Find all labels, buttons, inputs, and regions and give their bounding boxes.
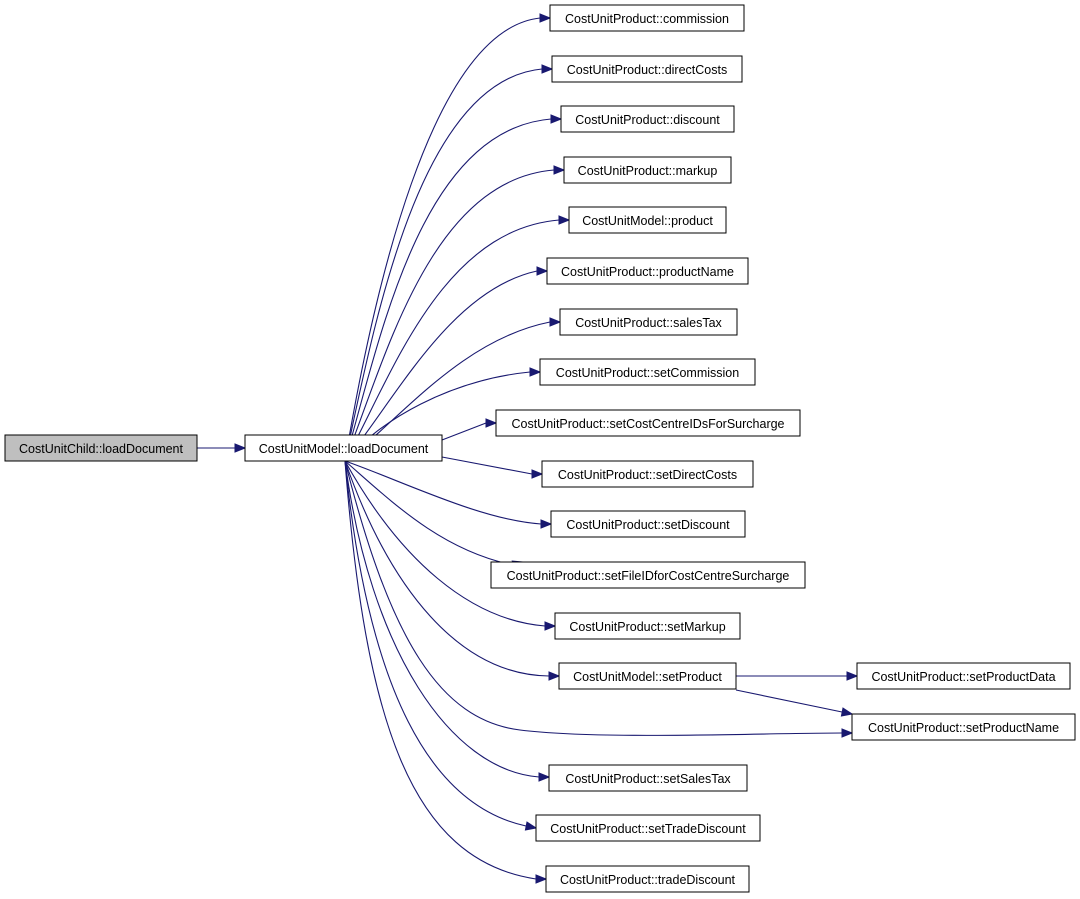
arrowhead-load-to-productName <box>536 266 549 276</box>
edge-load-to-markup <box>344 169 555 462</box>
edge-load-to-setProductName <box>344 460 843 736</box>
edge-load-to-directCosts <box>344 68 543 462</box>
arrowhead-load-to-tradeDiscount <box>535 874 548 884</box>
arrowhead-load-to-setDiscount <box>540 519 553 529</box>
node-setProduct-label: CostUnitModel::setProduct <box>573 670 722 684</box>
arrowhead-load-to-setCostCentreIds <box>485 418 498 428</box>
arrowhead-load-to-setMarkup <box>544 621 557 631</box>
node-load-label: CostUnitModel::loadDocument <box>259 442 429 456</box>
arrowhead-setProduct-to-setProductName <box>840 707 854 717</box>
edge-load-to-setMarkup <box>344 460 546 627</box>
arrowhead-load-to-setDirectCosts <box>531 469 544 479</box>
edge-load-to-setTradeDiscount <box>344 460 527 827</box>
node-setTradeDiscount-label: CostUnitProduct::setTradeDiscount <box>550 822 746 836</box>
node-setDiscount-label: CostUnitProduct::setDiscount <box>566 518 730 532</box>
node-commission-label: CostUnitProduct::commission <box>565 12 729 26</box>
node-setTradeDiscount[interactable]: CostUnitProduct::setTradeDiscount <box>535 814 761 842</box>
arrowhead-root-to-load <box>234 443 247 453</box>
arrowhead-load-to-setSalesTax <box>538 772 551 782</box>
edge-load-to-discount <box>344 118 552 462</box>
node-setCostCentreIds[interactable]: CostUnitProduct::setCostCentreIDsForSurc… <box>495 409 801 437</box>
node-setMarkup[interactable]: CostUnitProduct::setMarkup <box>554 612 741 640</box>
node-directCosts-label: CostUnitProduct::directCosts <box>567 63 727 77</box>
node-setProductName-label: CostUnitProduct::setProductName <box>868 721 1059 735</box>
arrowhead-load-to-discount <box>550 114 563 124</box>
edge-load-to-setDirectCosts <box>441 456 533 475</box>
arrowhead-load-to-setTradeDiscount <box>524 821 538 831</box>
edge-load-to-product <box>344 219 560 462</box>
node-directCosts[interactable]: CostUnitProduct::directCosts <box>551 55 743 83</box>
edge-load-to-setSalesTax <box>344 460 540 778</box>
node-tradeDiscount[interactable]: CostUnitProduct::tradeDiscount <box>545 865 750 893</box>
node-setProduct[interactable]: CostUnitModel::setProduct <box>558 662 737 690</box>
node-setSalesTax[interactable]: CostUnitProduct::setSalesTax <box>548 764 748 792</box>
node-setDirectCosts[interactable]: CostUnitProduct::setDirectCosts <box>541 460 754 488</box>
node-product-label: CostUnitModel::product <box>582 214 713 228</box>
arrowhead-load-to-commission <box>539 13 552 23</box>
node-setProductData[interactable]: CostUnitProduct::setProductData <box>856 662 1071 690</box>
edge-load-to-commission <box>344 17 541 462</box>
node-salesTax[interactable]: CostUnitProduct::salesTax <box>559 308 738 336</box>
edge-load-to-setFileId <box>344 460 514 566</box>
node-setSalesTax-label: CostUnitProduct::setSalesTax <box>565 772 731 786</box>
node-root-label: CostUnitChild::loadDocument <box>19 442 183 456</box>
edge-load-to-setDiscount <box>344 460 542 525</box>
node-markup[interactable]: CostUnitProduct::markup <box>563 156 732 184</box>
node-setDirectCosts-label: CostUnitProduct::setDirectCosts <box>558 468 737 482</box>
node-root[interactable]: CostUnitChild::loadDocument <box>4 434 198 462</box>
node-productName-label: CostUnitProduct::productName <box>561 265 734 279</box>
node-salesTax-label: CostUnitProduct::salesTax <box>575 316 722 330</box>
node-discount[interactable]: CostUnitProduct::discount <box>560 105 735 133</box>
node-setFileId-label: CostUnitProduct::setFileIDforCostCentreS… <box>507 569 790 583</box>
node-commission[interactable]: CostUnitProduct::commission <box>549 4 745 32</box>
arrowhead-load-to-directCosts <box>541 64 554 74</box>
node-tradeDiscount-label: CostUnitProduct::tradeDiscount <box>560 873 736 887</box>
arrowhead-setProduct-to-setProductData <box>846 671 859 681</box>
node-setMarkup-label: CostUnitProduct::setMarkup <box>569 620 725 634</box>
arrowhead-load-to-product <box>558 215 571 225</box>
node-load[interactable]: CostUnitModel::loadDocument <box>244 434 443 462</box>
arrowhead-load-to-setProductName <box>841 728 854 738</box>
node-setCommission[interactable]: CostUnitProduct::setCommission <box>539 358 756 386</box>
node-setCommission-label: CostUnitProduct::setCommission <box>556 366 739 380</box>
arrowhead-load-to-markup <box>553 165 566 175</box>
edge-load-to-setCostCentreIds <box>441 422 487 441</box>
edge-load-to-tradeDiscount <box>344 460 537 880</box>
node-markup-label: CostUnitProduct::markup <box>578 164 718 178</box>
edge-load-to-setProduct <box>344 460 550 677</box>
arrowhead-load-to-salesTax <box>549 317 562 327</box>
node-setProductName[interactable]: CostUnitProduct::setProductName <box>851 713 1076 741</box>
edge-setProduct-to-setProductName <box>735 689 843 713</box>
node-productName[interactable]: CostUnitProduct::productName <box>546 257 749 285</box>
node-setProductData-label: CostUnitProduct::setProductData <box>871 670 1055 684</box>
node-product[interactable]: CostUnitModel::product <box>568 206 727 234</box>
node-setCostCentreIds-label: CostUnitProduct::setCostCentreIDsForSurc… <box>511 417 784 431</box>
node-setDiscount[interactable]: CostUnitProduct::setDiscount <box>550 510 746 538</box>
node-setFileId[interactable]: CostUnitProduct::setFileIDforCostCentreS… <box>490 561 806 589</box>
node-discount-label: CostUnitProduct::discount <box>575 113 720 127</box>
arrowhead-load-to-setProduct <box>548 671 561 681</box>
arrowhead-load-to-setCommission <box>529 367 542 377</box>
